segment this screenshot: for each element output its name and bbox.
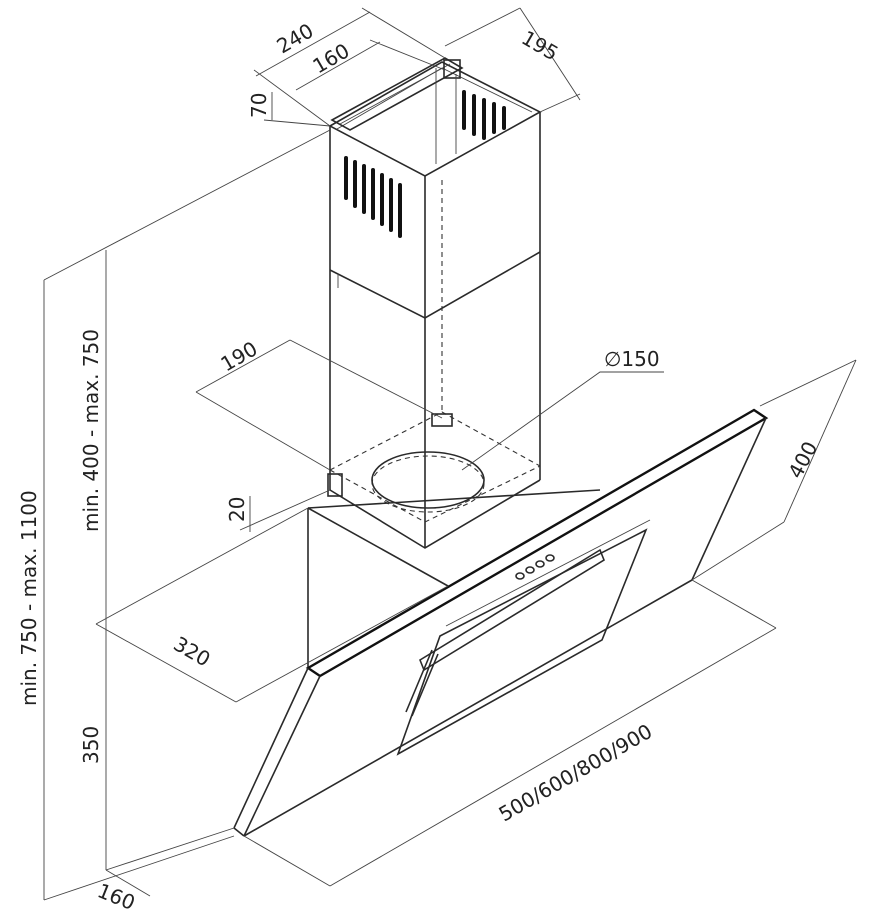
- dimension-labels: 240 160 195 70 190 ∅150 20 320 400 500/6…: [17, 18, 822, 912]
- dim-hood-height: 350: [79, 726, 103, 764]
- dim-base-depth: 160: [94, 878, 138, 912]
- dim-hood-widths: 500/600/800/900: [495, 719, 657, 826]
- dim-total-height: min. 750 - max. 1100: [17, 490, 41, 706]
- glass-inner-panel: [396, 528, 648, 756]
- dim-glass-height: 400: [783, 437, 822, 482]
- dim-chimney-height: min. 400 - max. 750: [79, 329, 103, 532]
- dim-bracket-height: 70: [247, 93, 271, 118]
- dim-outlet-height: 20: [225, 497, 249, 522]
- chimney: [327, 57, 542, 549]
- chimney-vent-slots-back: [462, 90, 506, 140]
- dim-chimney-depth: 240: [273, 18, 318, 58]
- dim-hood-depth: 320: [170, 632, 215, 672]
- hood-body: [233, 408, 769, 837]
- control-buttons: [515, 554, 555, 580]
- dim-chimney-width-inner: 160: [309, 38, 354, 78]
- dim-outlet-diameter: ∅150: [604, 347, 660, 371]
- dim-outlet-offset: 190: [217, 336, 262, 376]
- dimension-lines: [43, 7, 857, 901]
- dim-chimney-width: 195: [518, 26, 563, 66]
- chimney-vent-slots-left: [344, 156, 402, 238]
